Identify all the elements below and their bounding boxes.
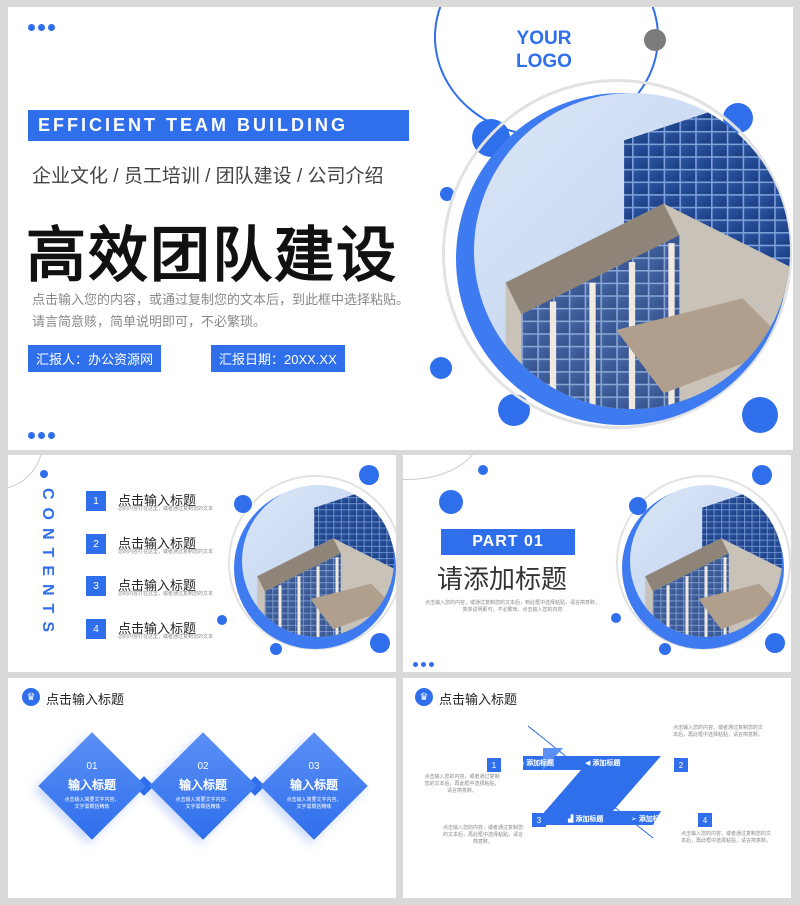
diamond-number: 01 — [86, 760, 98, 772]
item-title: 点击输入标题 — [118, 493, 197, 508]
step-text: 点击输入您的内容，或者通过复制您的文本后，再此框中选择粘贴，请言简意赅。 — [673, 725, 764, 738]
slide-section[interactable]: PART 01 请添加标题 点击输入您的内容，或通过复制您的文本后，到此框中选择… — [403, 455, 791, 672]
decor-dot — [478, 465, 488, 475]
decor-dot — [430, 357, 452, 379]
contents-label: CONTENTS — [39, 488, 56, 640]
step-text: 点击输入您的内容，或者通过复制您的文本后，再此框中选择粘贴，请言简意赅。 — [443, 825, 524, 845]
step-text: 点击输入您的内容，或者通过复制您的文本后，再此框中选择粘贴，请言简意赅。 — [424, 774, 500, 794]
section-desc: 点击输入您的内容，或通过复制您的文本后，到此框中选择粘贴。请言简意赅，简单说明即… — [425, 600, 601, 613]
decor-dot — [370, 633, 390, 653]
item-desc: 您的内容打在这里，或者通过复制您的文本 — [118, 591, 214, 597]
main-title: 高效团队建设 — [26, 222, 398, 289]
decor-dot — [752, 465, 772, 485]
decor-dots — [413, 662, 434, 667]
diamond-card[interactable]: 02 输入标题 点击输入简要文字内容，文字需概括精炼 — [148, 731, 258, 841]
part-tag: PART 01 — [441, 529, 575, 555]
diamond-desc: 点击输入简要文字内容，文字需概括精炼 — [286, 796, 342, 811]
step-label-text: 添加标题 — [575, 816, 604, 823]
decor-arc — [403, 455, 483, 480]
header-icon: ♛ — [22, 688, 40, 706]
step-label: ◀ 添加标题 — [585, 758, 620, 768]
building-image — [630, 485, 782, 637]
step-number: 1 — [487, 758, 501, 772]
decor-dot — [40, 470, 48, 478]
photo-ring-outer — [442, 79, 792, 429]
item-title: 点击输入标题 — [118, 621, 197, 636]
building-image — [474, 93, 790, 409]
contents-item[interactable]: 4 点击输入标题 您的内容打在这里，或者通过复制您的文本 — [86, 618, 246, 644]
decor-dot — [359, 465, 379, 485]
decor-dots — [28, 24, 55, 31]
step-label: ➢ 添加标题 — [631, 814, 667, 824]
step-label: ◎ 添加标题 — [518, 758, 554, 768]
step-label: ▟ 添加标题 — [568, 814, 603, 824]
item-title: 点击输入标题 — [118, 578, 197, 593]
step-label-text: 添加标题 — [526, 760, 555, 767]
diamond-content: 02 输入标题 点击输入简要文字内容，文字需概括精炼 — [148, 731, 258, 841]
section-title: 请添加标题 — [437, 564, 568, 594]
header-icon: ♛ — [415, 688, 433, 706]
zigzag-graphic — [523, 725, 661, 839]
slide-contents[interactable]: CONTENTS 1 点击输入标题 您的内容打在这里，或者通过复制您的文本 2 … — [8, 455, 396, 672]
diamond-card[interactable]: 03 输入标题 点击输入简要文字内容，文字需概括精炼 — [259, 731, 369, 841]
contents-item[interactable]: 2 点击输入标题 您的内容打在这里，或者通过复制您的文本 — [86, 533, 246, 559]
target-icon: ◎ — [518, 760, 527, 767]
slide-header: 点击输入标题 — [439, 692, 518, 707]
diamond-number: 03 — [308, 760, 320, 772]
paper-plane-icon: ➢ — [631, 816, 639, 823]
decor-dots — [28, 432, 55, 439]
decor-dot-gray — [644, 29, 666, 51]
slide-diamonds[interactable]: ♛ 点击输入标题 01 输入标题 点击输入简要文字内容，文字需概括精炼 02 输… — [8, 678, 396, 898]
diamond-desc: 点击输入简要文字内容，文字需概括精炼 — [64, 796, 120, 811]
step-number: 3 — [532, 813, 546, 827]
megaphone-icon: ◀ — [585, 760, 593, 767]
date-tag: 汇报日期：20XX.XX — [211, 345, 345, 372]
step-label-text: 添加标题 — [638, 816, 667, 823]
description: 点击输入您的内容，或通过复制您的文本后，到此框中选择粘贴。请言简意赅，简单说明即… — [32, 292, 410, 329]
photo-ring-outer — [616, 475, 791, 650]
diamond-title: 输入标题 — [178, 777, 227, 792]
item-number: 1 — [86, 491, 106, 511]
item-number: 4 — [86, 619, 106, 639]
diamond-card[interactable]: 01 输入标题 点击输入简要文字内容，文字需概括精炼 — [37, 731, 147, 841]
decor-dot — [439, 490, 463, 514]
item-desc: 您的内容打在这里，或者通过复制您的文本 — [118, 506, 214, 512]
decor-dot — [765, 633, 785, 653]
decor-dot — [270, 643, 282, 655]
banner-tag: EFFICIENT TEAM BUILDING — [28, 110, 409, 141]
decor-dot — [234, 495, 252, 513]
decor-dot — [217, 615, 227, 625]
step-number: 4 — [698, 813, 712, 827]
diamond-number: 02 — [197, 760, 209, 772]
item-desc: 您的内容打在这里，或者通过复制您的文本 — [118, 634, 214, 640]
step-label-text: 添加标题 — [592, 760, 621, 767]
diamond-content: 01 输入标题 点击输入简要文字内容，文字需概括精炼 — [37, 731, 147, 841]
contents-item[interactable]: 1 点击输入标题 您的内容打在这里，或者通过复制您的文本 — [86, 490, 246, 516]
step-text: 点击输入您的内容，或者通过复制您的文本后，再此框中选择粘贴，请言简意赅。 — [681, 831, 772, 844]
contents-item[interactable]: 3 点击输入标题 您的内容打在这里，或者通过复制您的文本 — [86, 575, 246, 601]
diamond-title: 输入标题 — [289, 777, 338, 792]
decor-dot — [611, 613, 621, 623]
decor-arc — [8, 455, 43, 490]
slide-zigzag[interactable]: ♛ 点击输入标题 1 2 3 4 ◎ 添加标题 ◀ 添加标题 ▟ 添加标题 ➢ … — [403, 678, 791, 898]
item-title: 点击输入标题 — [118, 536, 197, 551]
diamond-desc: 点击输入简要文字内容，文字需概括精炼 — [175, 796, 231, 811]
photo-ring-outer — [228, 475, 396, 650]
chart-icon: ▟ — [568, 816, 576, 823]
step-number: 2 — [674, 758, 688, 772]
slide-header: 点击输入标题 — [46, 692, 125, 707]
item-number: 2 — [86, 534, 106, 554]
diamond-title: 输入标题 — [67, 777, 116, 792]
diamond-content: 03 输入标题 点击输入简要文字内容，文字需概括精炼 — [259, 731, 369, 841]
subtitle: 企业文化 / 员工培训 / 团队建设 / 公司介绍 — [32, 166, 384, 187]
reporter-tag: 汇报人：办公资源网 — [28, 345, 162, 372]
building-image — [242, 485, 394, 637]
item-number: 3 — [86, 576, 106, 596]
decor-dot — [659, 643, 671, 655]
decor-dot — [629, 497, 647, 515]
decor-dot — [742, 397, 778, 433]
item-desc: 您的内容打在这里，或者通过复制您的文本 — [118, 549, 214, 555]
